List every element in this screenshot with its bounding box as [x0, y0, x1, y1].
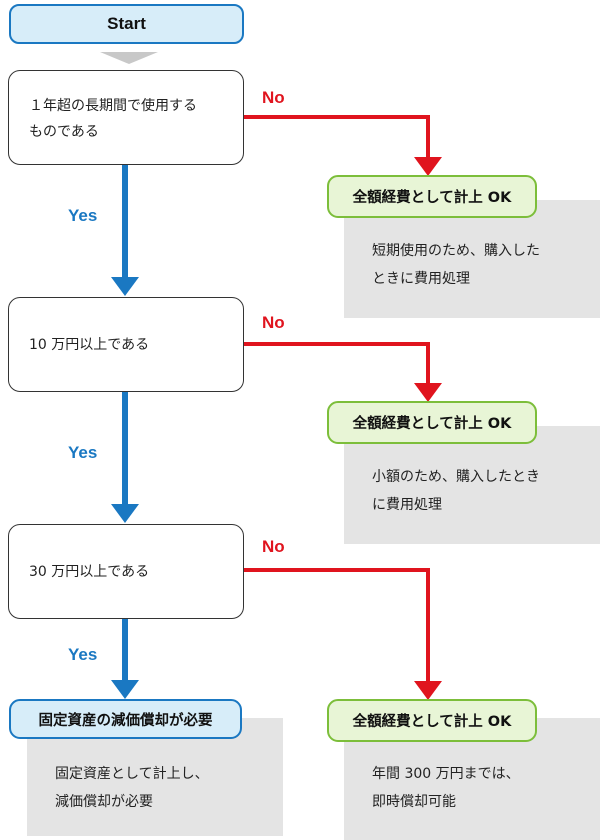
no-label: No: [262, 88, 285, 107]
result-expense-ok: 全額経費として計上 OK: [327, 401, 537, 444]
decision-over-300k: 30 万円以上である: [8, 524, 244, 619]
result-expense-ok: 全額経費として計上 OK: [327, 175, 537, 218]
note-line: 年間 300 万円までは、: [372, 766, 520, 782]
note-line: 短期使用のため、購入した: [372, 243, 540, 259]
final-label: 固定資産の減価償却が必要: [38, 712, 213, 729]
note-line: 小額のため、購入したとき: [372, 469, 540, 485]
result-expense-ok: 全額経費として計上 OK: [327, 699, 537, 742]
yes-label: Yes: [68, 206, 98, 225]
start-node: Start: [9, 4, 244, 44]
note-line: 減価償却が必要: [55, 794, 153, 810]
result-note: 短期使用のため、購入した ときに費用処理: [344, 200, 600, 318]
yes-arrow-3: [111, 619, 139, 699]
note-line: に費用処理: [372, 497, 442, 513]
no-arrow-1: [244, 115, 442, 176]
yes-arrow-1: [111, 165, 139, 296]
decision-text-line: １年超の長期間で使用する: [29, 97, 197, 114]
start-pointer: [100, 52, 158, 64]
decision-text-line: ものである: [29, 123, 99, 140]
no-arrow-2: [244, 342, 442, 402]
result-label: 全額経費として計上 OK: [352, 714, 512, 730]
no-label: No: [262, 313, 285, 332]
yes-label: Yes: [68, 645, 98, 664]
result-depreciation-required: 固定資産の減価償却が必要: [9, 699, 242, 739]
decision-text-line: 30 万円以上である: [29, 563, 150, 580]
start-label: Start: [107, 14, 146, 33]
result-note: 小額のため、購入したとき に費用処理: [344, 426, 600, 544]
decision-over-100k: 10 万円以上である: [8, 297, 244, 392]
note-line: 即時償却可能: [372, 794, 456, 810]
result-label: 全額経費として計上 OK: [352, 190, 512, 206]
yes-arrow-2: [111, 392, 139, 523]
no-label: No: [262, 537, 285, 556]
yes-label: Yes: [68, 443, 98, 462]
no-arrow-3: [244, 568, 442, 700]
note-line: 固定資産として計上し、: [55, 766, 209, 782]
result-label: 全額経費として計上 OK: [352, 416, 512, 432]
decision-text-line: 10 万円以上である: [29, 336, 150, 353]
note-line: ときに費用処理: [372, 271, 470, 287]
decision-long-term-use: １年超の長期間で使用する ものである: [8, 70, 244, 165]
